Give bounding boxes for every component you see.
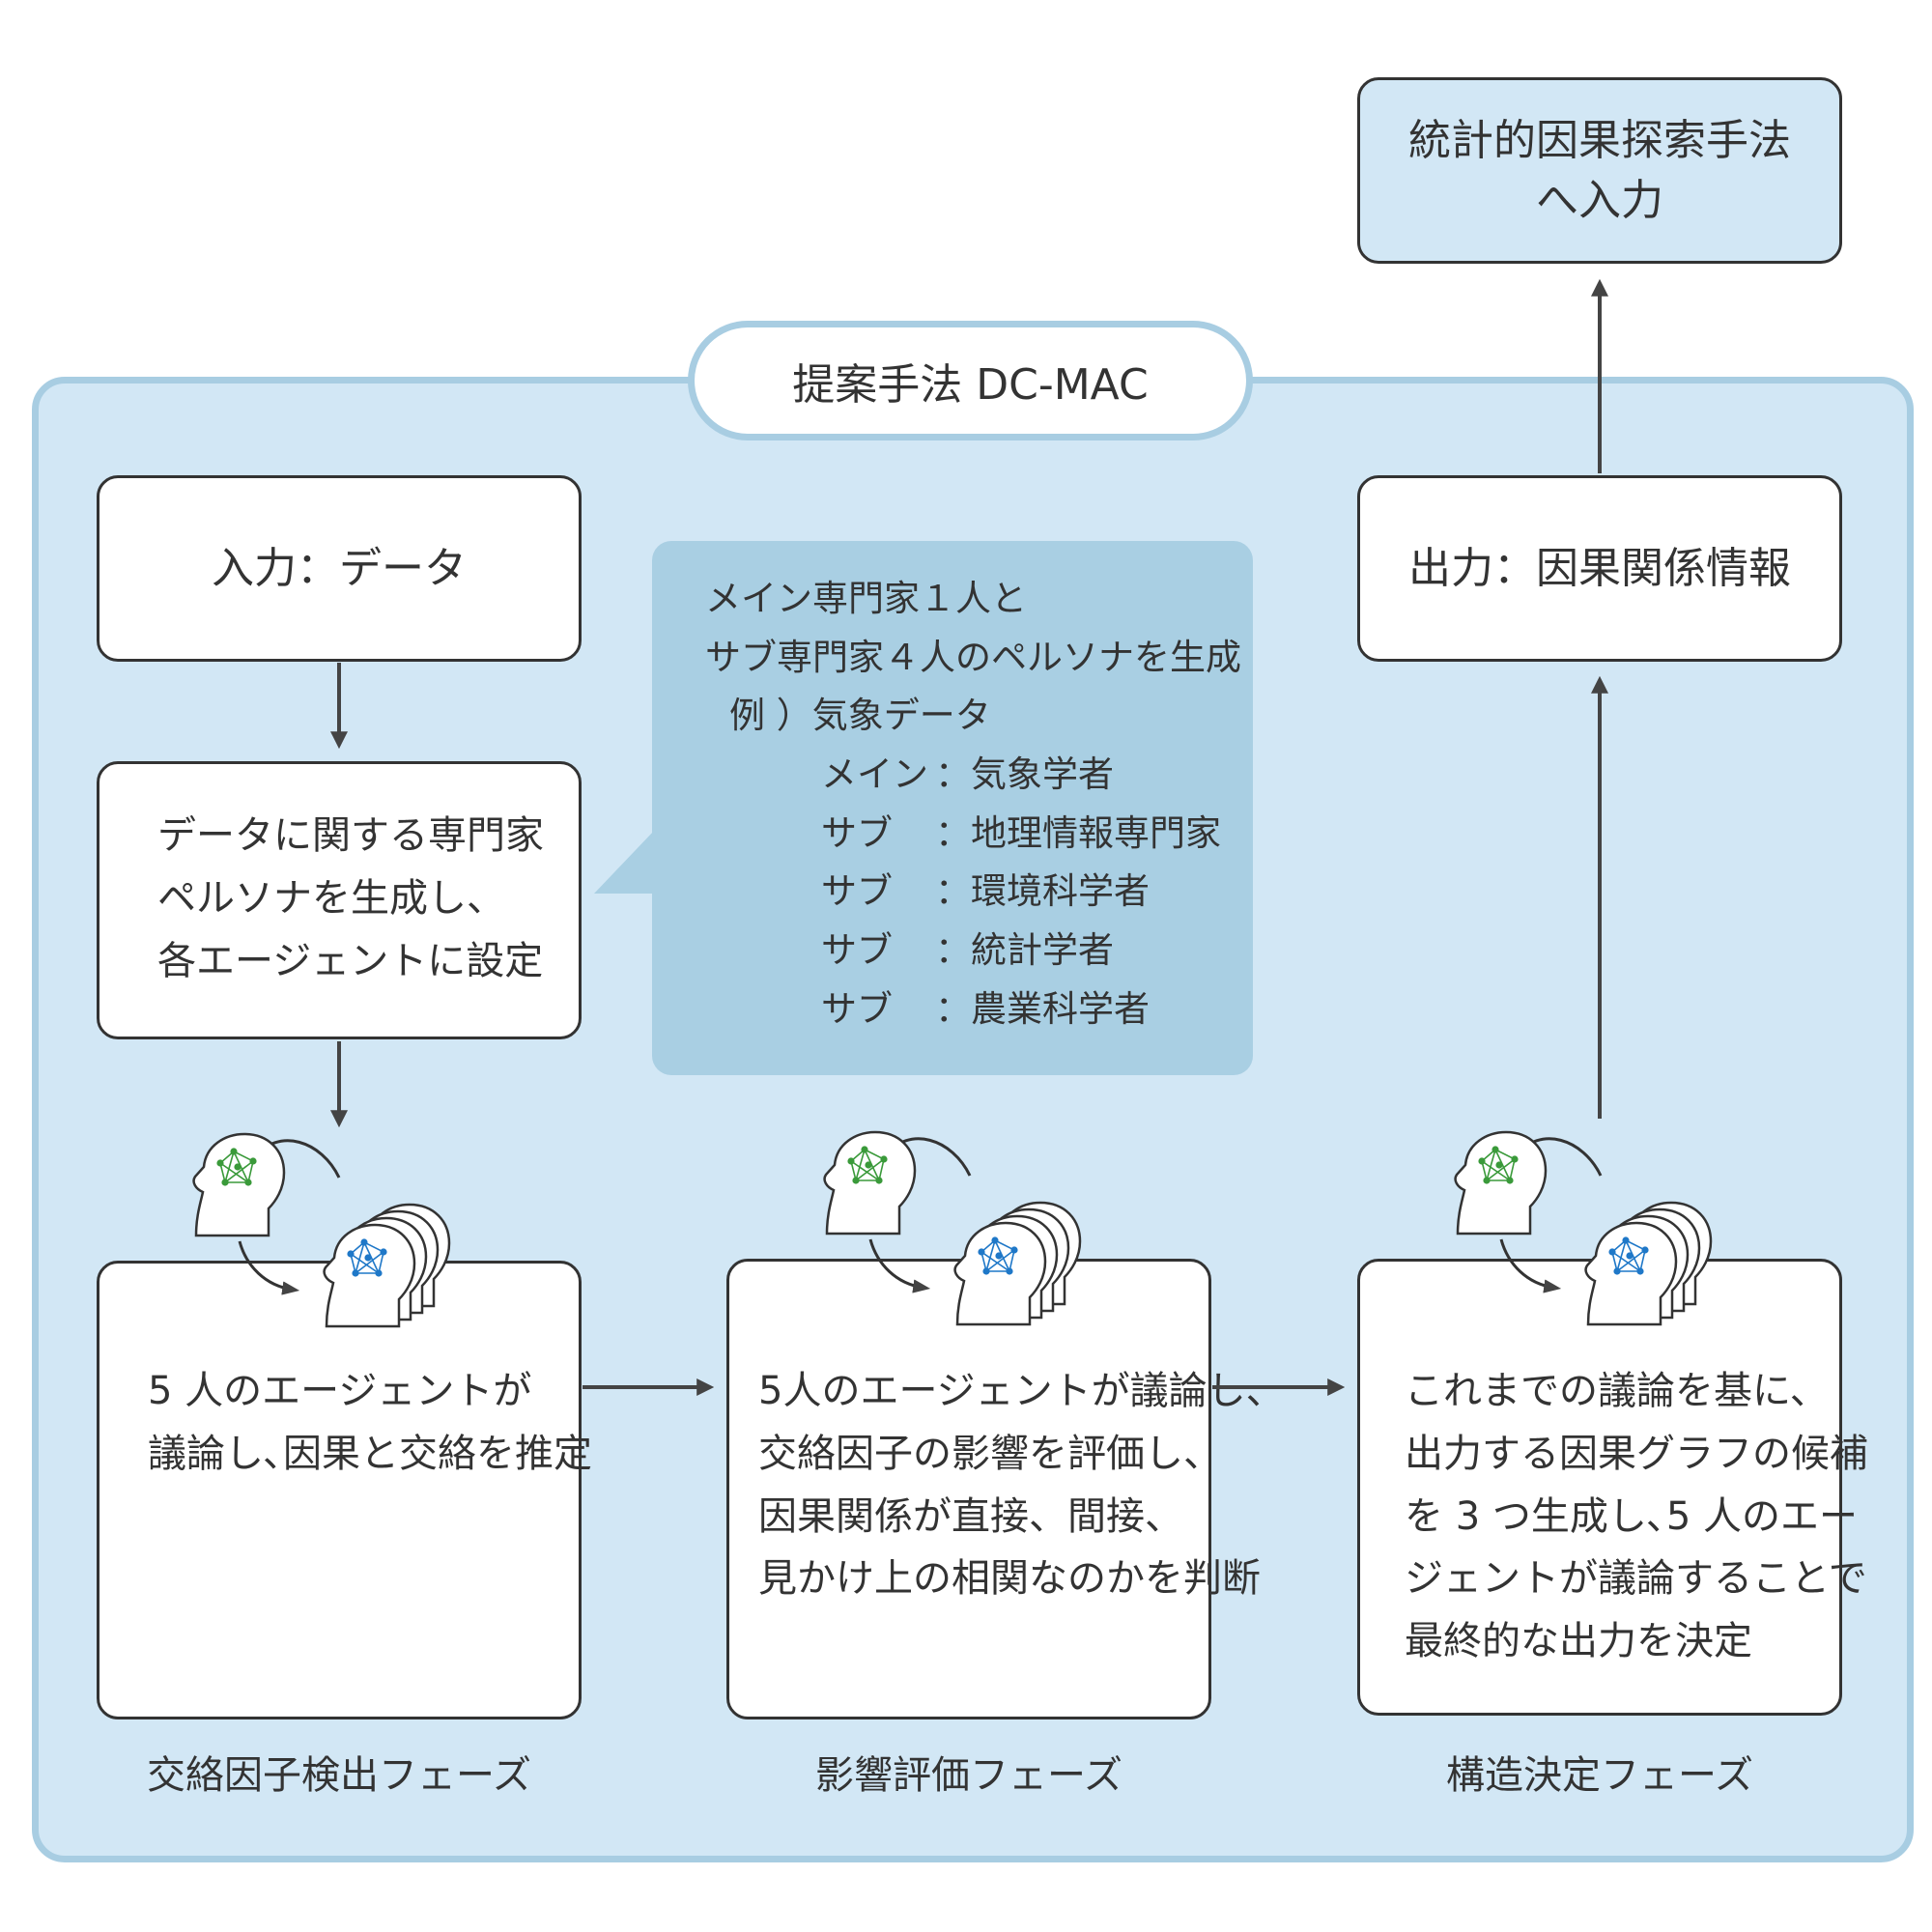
- callout-role-row: サブ ：地理情報専門家: [821, 805, 1253, 864]
- phase2-line: 交絡因子の影響を評価し、: [758, 1431, 1222, 1476]
- role-name: サブ: [821, 811, 893, 854]
- callout-role-row: サブ ：農業科学者: [821, 980, 1253, 1039]
- phase3-line: 最終的な出力を決定: [1405, 1619, 1752, 1664]
- phase1-line: 議論し､因果と交絡を推定: [148, 1431, 592, 1476]
- output-box: 出力：因果関係情報: [1357, 475, 1842, 662]
- phase-label-structure-decision: 構造決定フェーズ: [1446, 1753, 1753, 1798]
- phase2-line: 因果関係が直接、間接、: [758, 1493, 1183, 1539]
- role-name: メイン: [821, 753, 928, 796]
- confounder-detection-box: 5 人のエージェントが 議論し､因果と交絡を推定: [97, 1261, 592, 1719]
- role-name: サブ: [821, 870, 893, 913]
- role-name: サブ: [821, 929, 893, 972]
- agent-discussion-icon-phase1: [194, 1134, 449, 1326]
- callout-pointer: [594, 831, 654, 894]
- callout-example: 例 ）気象データ: [729, 695, 991, 737]
- output-box-label: 出力：因果関係情報: [1408, 543, 1791, 593]
- callout-role-row: サブ ：環境科学者: [821, 863, 1253, 922]
- input-box: 入力：データ: [97, 475, 582, 662]
- persona-example-callout: メイン専門家１人と サブ専門家４人のペルソナを生成 例 ）気象データ メイン：気…: [652, 541, 1253, 1075]
- callout-line-2: サブ専門家４人のペルソナを生成: [705, 636, 1241, 678]
- role-name: サブ: [821, 987, 893, 1030]
- structure-decision-box: これまでの議論を基に、 出力する因果グラフの候補 を 3 つ生成し､5 人のエー…: [1357, 1259, 1868, 1716]
- persona-line-1: データに関する専門家: [157, 813, 544, 858]
- agent-discussion-icon-phase2: [825, 1132, 1080, 1324]
- callout-role-row: サブ ：統計学者: [821, 922, 1253, 980]
- role-expert: ：地理情報専門家: [935, 811, 1221, 854]
- phase3-line: ジェントが議論することで: [1405, 1556, 1867, 1602]
- phase2-line: 5人のエージェントが議論し、: [758, 1369, 1285, 1413]
- phase3-line: これまでの議論を基に、: [1405, 1369, 1829, 1413]
- agent-discussion-icon-phase3: [1456, 1132, 1711, 1324]
- callout-line-1: メイン専門家１人と: [705, 578, 1027, 619]
- persona-line-3: 各エージェントに設定: [157, 938, 544, 983]
- panel-title: 提案手法 DC-MAC: [688, 321, 1253, 440]
- phase2-line: 見かけ上の相関なのかを判断: [758, 1556, 1261, 1602]
- output-target-line-2: へ入力: [1536, 175, 1663, 225]
- callout-role-row: メイン：気象学者: [821, 746, 1253, 805]
- phase3-line: を 3 つ生成し､5 人のエー: [1405, 1493, 1859, 1539]
- role-expert: ：農業科学者: [935, 987, 1150, 1030]
- persona-box: データに関する専門家 ペルソナを生成し、 各エージェントに設定: [97, 761, 582, 1039]
- output-target-box: 統計的因果探索手法 へ入力: [1357, 77, 1842, 264]
- role-expert: ：統計学者: [935, 929, 1114, 972]
- persona-line-2: ペルソナを生成し、: [157, 875, 505, 921]
- role-expert: ：環境科学者: [935, 870, 1150, 913]
- phase1-line: 5 人のエージェントが: [148, 1369, 532, 1413]
- phase3-line: 出力する因果グラフの候補: [1405, 1431, 1868, 1476]
- impact-evaluation-box: 5人のエージェントが議論し、 交絡因子の影響を評価し、 因果関係が直接、間接、 …: [726, 1259, 1285, 1719]
- role-expert: ：気象学者: [935, 753, 1114, 796]
- input-box-label: 入力：データ: [212, 543, 467, 593]
- output-target-line-1: 統計的因果探索手法: [1408, 115, 1791, 165]
- phase-label-impact-evaluation: 影響評価フェーズ: [815, 1753, 1122, 1798]
- phase-label-confounder-detection: 交絡因子検出フェーズ: [147, 1753, 531, 1798]
